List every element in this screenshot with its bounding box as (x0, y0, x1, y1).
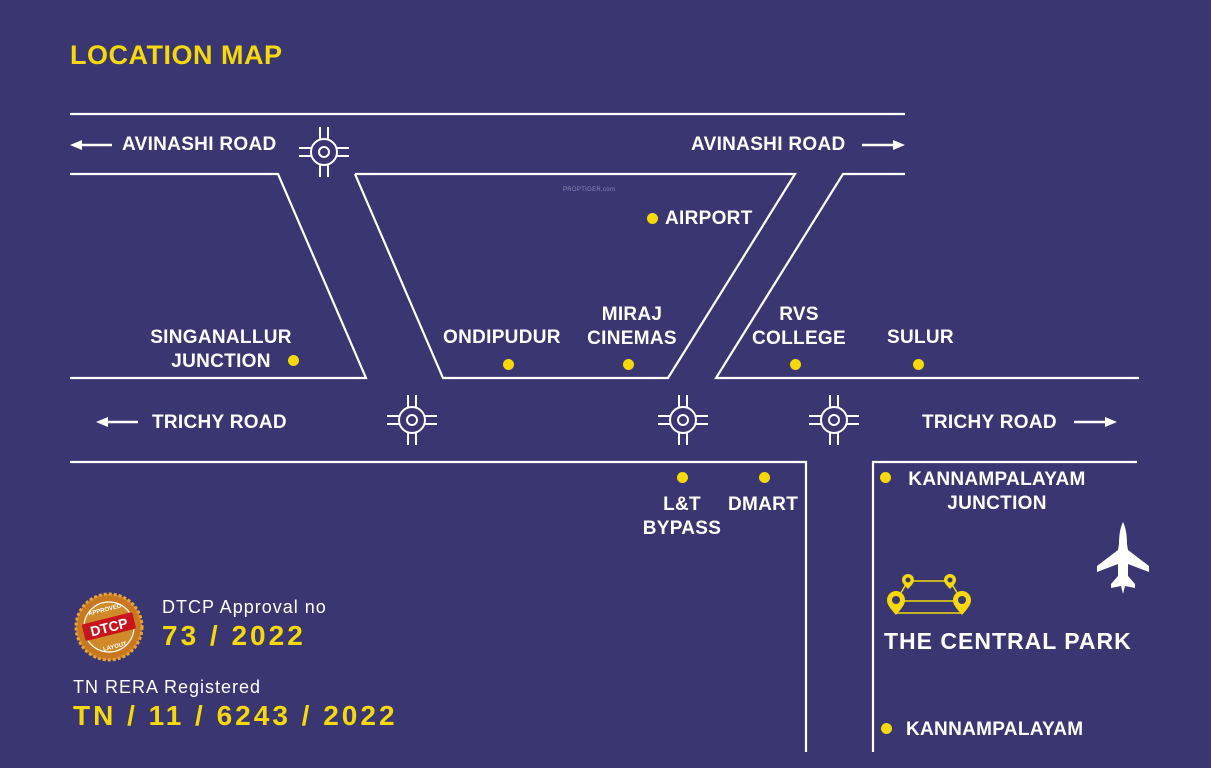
roundabout-icon (808, 394, 860, 446)
dtcp-approval-label: DTCP Approval no (162, 597, 327, 617)
road-label-avinashi-left: AVINASHI ROAD (122, 134, 277, 155)
road-label-trichy-left: TRICHY ROAD (152, 412, 287, 433)
place-rvs-college: RVS COLLEGE (752, 304, 846, 349)
marker-ondipudur (503, 359, 514, 370)
place-miraj-cinemas: MIRAJ CINEMAS (587, 304, 677, 349)
roundabout-icon (657, 394, 709, 446)
marker-lt-bypass (677, 472, 688, 483)
place-kannampalayam: KANNAMPALAYAM (906, 719, 1084, 740)
road-lines (70, 112, 1139, 752)
location-pin-icon (887, 574, 971, 615)
marker-miraj-cinemas (623, 359, 634, 370)
place-kannampalayam-junction: KANNAMPALAYAM JUNCTION (908, 469, 1086, 514)
place-dmart: DMART (728, 494, 799, 515)
place-sulur: SULUR (887, 327, 954, 348)
dtcp-approved-seal: DTCP APPROVED LAYOUT (74, 592, 144, 662)
place-lt-bypass: L&T BYPASS (642, 494, 722, 539)
marker-singanallur-junction (288, 355, 299, 366)
dtcp-approval-number: 73 / 2022 (162, 620, 306, 651)
place-singanallur-junction: SINGANALLUR JUNCTION (150, 327, 292, 372)
arrow-left-icon (96, 417, 138, 427)
svg-text:LAYOUT: LAYOUT (103, 641, 128, 653)
place-airport: AIRPORT (665, 208, 753, 229)
place-ondipudur: ONDIPUDUR (443, 327, 561, 348)
marker-kannampalayam-junction (880, 472, 891, 483)
arrow-left-icon (70, 140, 112, 150)
road-label-avinashi-right: AVINASHI ROAD (691, 134, 846, 155)
marker-sulur (913, 359, 924, 370)
marker-rvs-college (790, 359, 801, 370)
arrow-right-icon (1074, 417, 1117, 427)
road-label-trichy-right: TRICHY ROAD (922, 412, 1057, 433)
marker-kannampalayam (881, 723, 892, 734)
arrow-right-icon (862, 140, 905, 150)
project-name: THE CENTRAL PARK (884, 628, 1132, 654)
marker-airport (647, 213, 658, 224)
watermark: PROPTIGER.com (563, 187, 616, 193)
roundabout-icon (298, 126, 350, 178)
airplane-icon (1097, 522, 1149, 594)
marker-dmart (759, 472, 770, 483)
rera-number: TN / 11 / 6243 / 2022 (73, 700, 398, 731)
map-title: LOCATION MAP (70, 40, 283, 70)
rera-label: TN RERA Registered (73, 677, 262, 697)
roundabout-icon (386, 394, 438, 446)
